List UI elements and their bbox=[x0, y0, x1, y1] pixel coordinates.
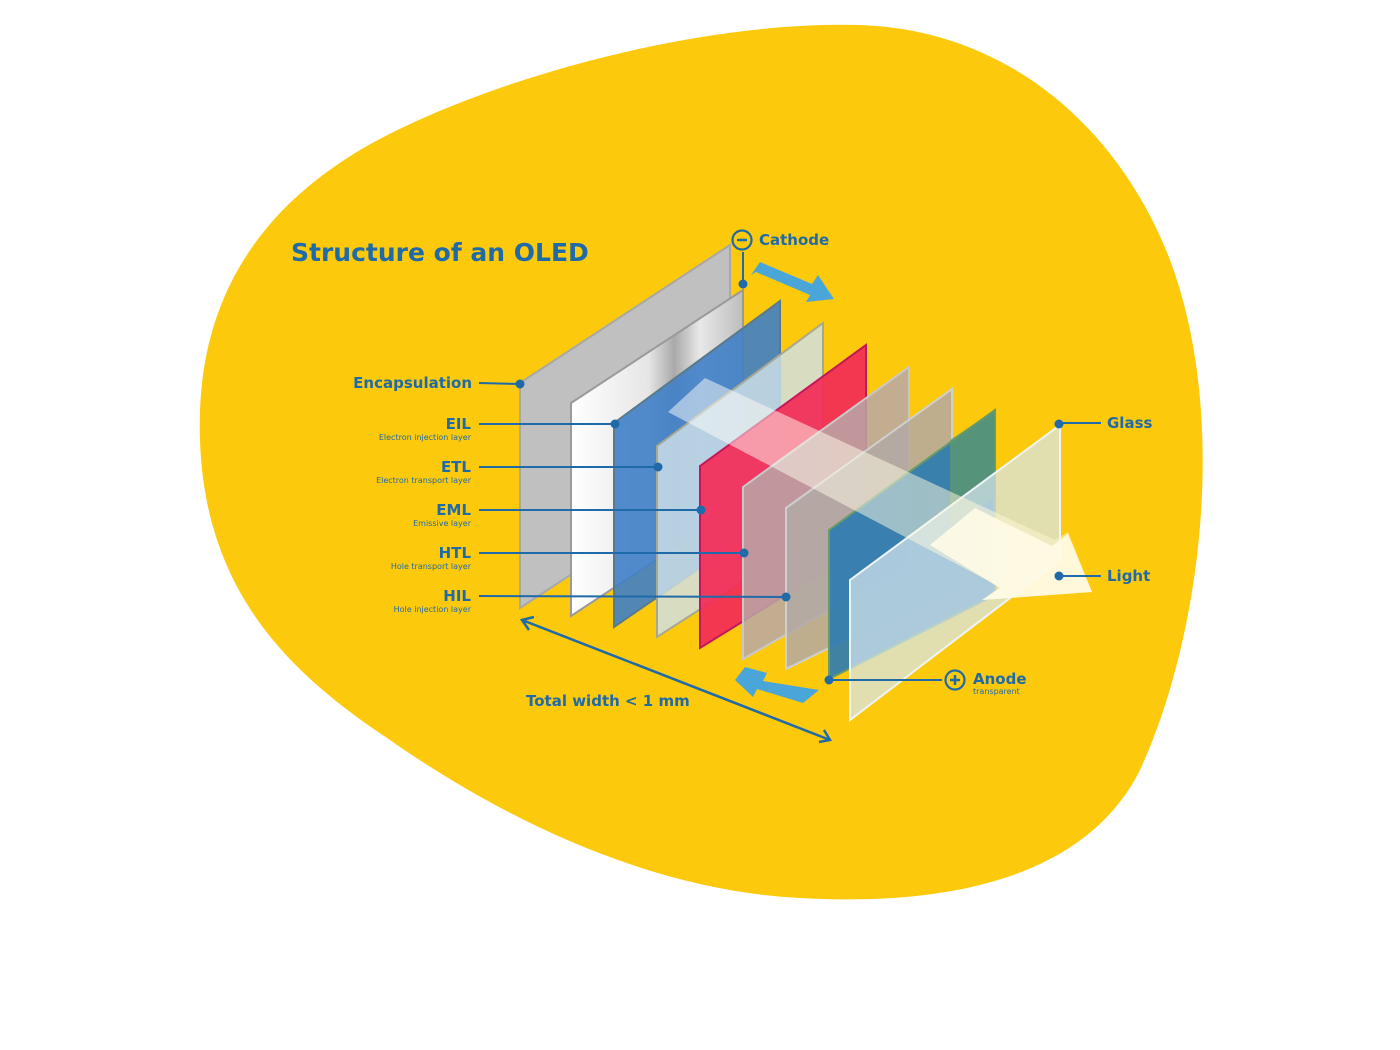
label-anode: Anode bbox=[973, 670, 1027, 688]
electron-flow-arrow bbox=[751, 262, 834, 302]
label-eml-name: Emissive layer bbox=[413, 519, 471, 528]
plus-icon bbox=[944, 669, 966, 691]
light-arrow-head bbox=[930, 508, 1092, 600]
label-total-width: Total width < 1 mm bbox=[526, 692, 690, 710]
label-cathode: Cathode bbox=[759, 231, 830, 249]
label-eml: EML bbox=[436, 501, 471, 519]
diagram-title: Structure of an OLED bbox=[291, 238, 589, 267]
hole-flow-arrow bbox=[735, 667, 819, 703]
label-anode-note: transparent bbox=[973, 687, 1020, 696]
label-htl: HTL bbox=[438, 544, 471, 562]
label-hil-name: Hole injection layer bbox=[393, 605, 471, 614]
label-light: Light bbox=[1107, 567, 1151, 585]
total-width-arrow bbox=[521, 618, 831, 742]
label-hil: HIL bbox=[443, 587, 471, 605]
label-glass: Glass bbox=[1107, 414, 1153, 432]
leader-lines bbox=[478, 252, 1101, 685]
label-encapsulation: Encapsulation bbox=[353, 374, 472, 392]
label-eil-name: Electron injection layer bbox=[378, 433, 471, 442]
minus-icon bbox=[731, 229, 753, 251]
label-etl-name: Electron transport layer bbox=[376, 476, 471, 485]
label-etl: ETL bbox=[440, 458, 471, 476]
label-eil: EIL bbox=[445, 415, 471, 433]
label-htl-name: Hole transport layer bbox=[390, 562, 471, 571]
